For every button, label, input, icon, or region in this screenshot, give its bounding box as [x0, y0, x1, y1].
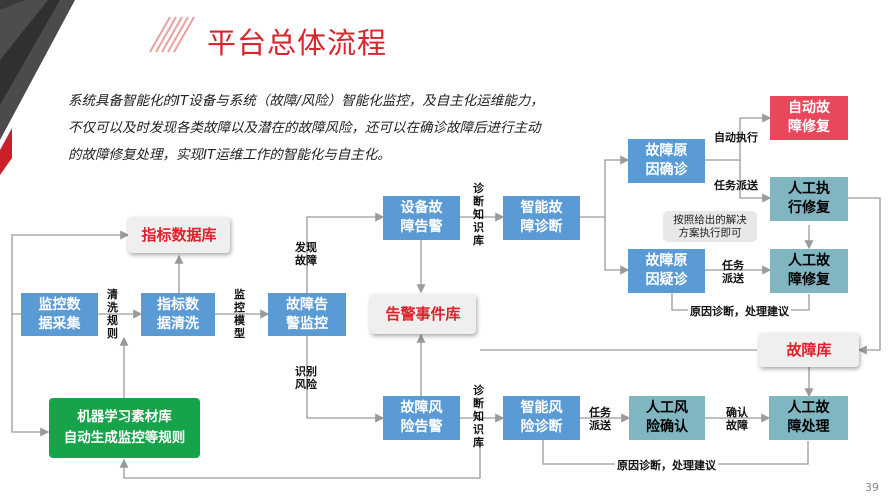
fault-database-node: 故障库 [759, 333, 859, 367]
monitor-data-collect-node: 监控数 据采集 [21, 293, 98, 336]
smart-fault-diagnosis-node: 智能故 障诊断 [503, 196, 580, 240]
page-number: 39 [865, 481, 879, 494]
fault-risk-alert-node: 故障风 险告警 [383, 396, 460, 440]
metric-data-clean-node: 指标数 据清洗 [141, 293, 215, 336]
intro-line: 的故障修复处理，实现IT运维工作的智能化与自主化。 [68, 147, 391, 163]
knowledge-base-label: 诊 断 知 识 库 [473, 182, 484, 247]
page-title: 平台总体流程 [207, 26, 388, 60]
confirm-fault-label: 确认 故障 [726, 406, 748, 432]
cause-advice-label: 原因诊断，处理建议 [688, 305, 791, 318]
manual-exec-repair-node: 人工执 行修复 [770, 177, 848, 221]
manual-fault-handle-node: 人工故 障处理 [769, 396, 848, 440]
auto-fault-repair-node: 自动故 障修复 [770, 96, 848, 140]
auto-exec-label: 自动执行 [714, 131, 758, 144]
smart-risk-diagnosis-node: 智能风 险诊断 [503, 396, 580, 440]
wash-rules-label: 清 洗 规 则 [107, 288, 118, 340]
corner-decoration [0, 0, 195, 175]
monitor-model-label: 监 控 模 型 [234, 288, 245, 340]
knowledge-base-label: 诊 断 知 识 库 [473, 384, 484, 449]
intro-line: 不仅可以及时发现各类故障以及潜在的故障风险，还可以在确诊故障后进行主动 [68, 120, 541, 136]
fault-cause-suspected-node: 故障原 因疑诊 [628, 249, 705, 293]
fault-alarm-monitor-node: 故障告 警监控 [268, 293, 346, 336]
device-fault-alert-node: 设备故 障告警 [383, 196, 460, 240]
metric-database-node: 指标数据库 [128, 217, 230, 253]
fault-cause-confirmed-node: 故障原 因确诊 [628, 139, 705, 183]
task-dispatch-label: 任务 派送 [589, 406, 611, 432]
intro-text: 系统具备智能化的IT设备与系统（故障/风险）智能化监控，及自主化运维能力， 不仅… [68, 88, 608, 169]
manual-risk-confirm-node: 人工风 险确认 [629, 396, 705, 440]
manual-fault-repair-node: 人工故 障修复 [770, 249, 848, 293]
callout-note: 按照给出的解决 方案执行即可 [663, 211, 757, 242]
ml-material-library-node: 机器学习素材库 自动生成监控等规则 [49, 398, 200, 458]
task-dispatch-label: 任务派送 [714, 179, 758, 192]
found-fault-label: 发现 故障 [295, 241, 317, 267]
alarm-event-database-node: 告警事件库 [370, 294, 476, 334]
identify-risk-label: 识别 风险 [295, 365, 317, 391]
intro-line: 系统具备智能化的IT设备与系统（故障/风险）智能化监控，及自主化运维能力， [68, 93, 544, 109]
cause-advice-label: 原因诊断，处理建议 [615, 459, 718, 472]
task-dispatch-label: 任务 派送 [722, 259, 744, 285]
